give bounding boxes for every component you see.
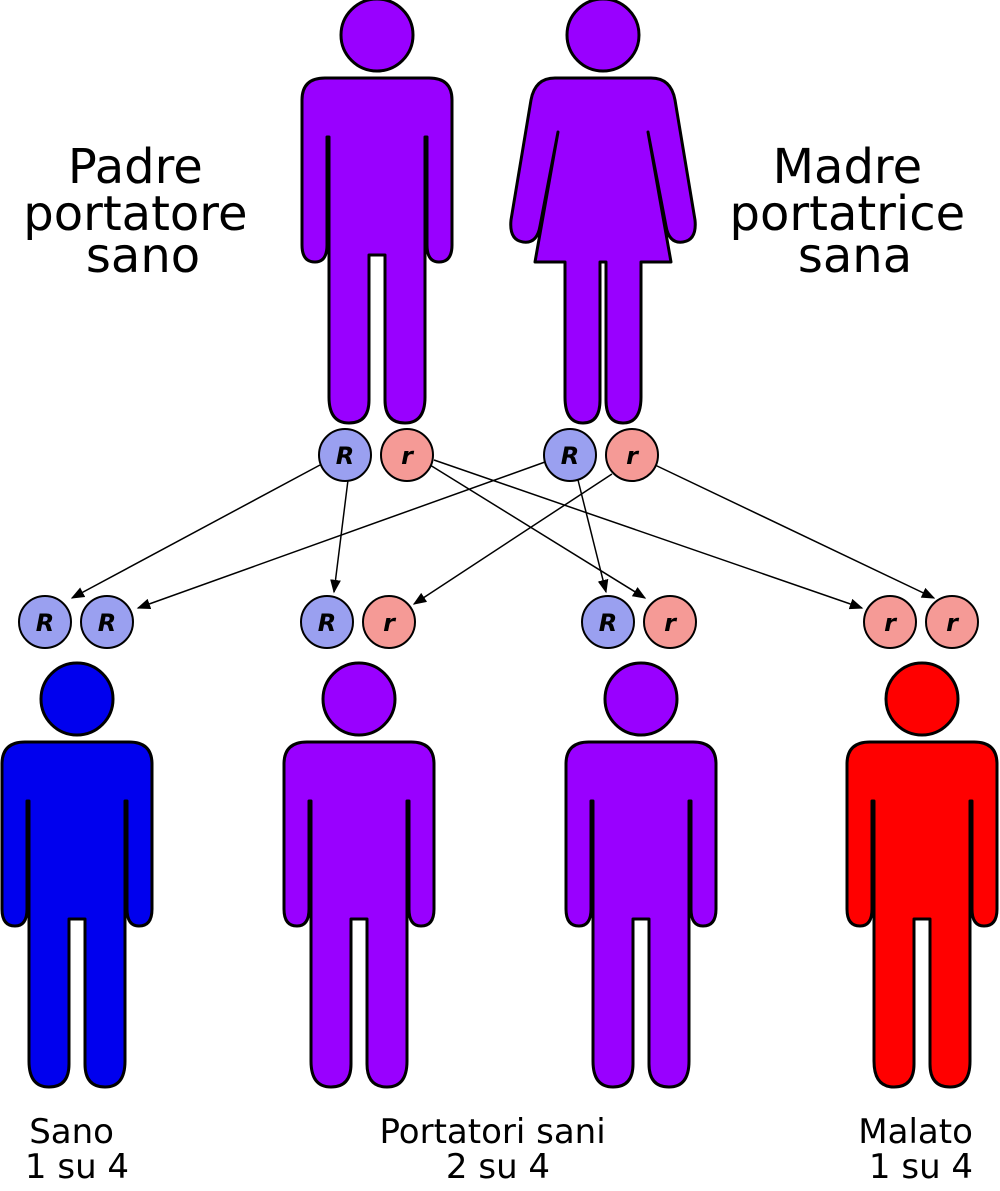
arrow-mother-R-to-child1 xyxy=(136,461,546,609)
mother-label-line: portatrice xyxy=(730,186,966,242)
child-figure-icon xyxy=(282,661,436,1089)
allele-circle xyxy=(543,428,597,482)
outcome-name: Malato xyxy=(858,1112,973,1152)
allele-circle xyxy=(318,428,372,482)
father-figure-icon xyxy=(300,0,454,425)
mother-label-line: sana xyxy=(798,228,912,284)
child-figure-icon xyxy=(564,661,718,1089)
allele-symbol: R xyxy=(599,609,617,637)
allele-symbol: R xyxy=(36,609,54,637)
recessive-allele: r xyxy=(380,428,434,482)
allele-symbol: r xyxy=(946,609,960,637)
dominant-allele: R xyxy=(300,595,354,649)
allele-circle xyxy=(80,595,134,649)
recessive-allele: r xyxy=(643,595,697,649)
allele-symbol: R xyxy=(561,442,579,470)
allele-symbol: r xyxy=(664,609,678,637)
dominant-allele: R xyxy=(318,428,372,482)
outcome-label-carriers: Portatori sani 2 su 4 xyxy=(380,1112,617,1187)
arrow-mother-r-to-child4 xyxy=(654,464,936,599)
allele-symbol: r xyxy=(401,442,415,470)
allele-circle xyxy=(18,595,72,649)
allele-circle xyxy=(362,595,416,649)
recessive-allele: r xyxy=(863,595,917,649)
allele-circle xyxy=(863,595,917,649)
allele-symbol: r xyxy=(626,442,640,470)
recessive-allele: r xyxy=(362,595,416,649)
male-figure-icon xyxy=(300,0,454,425)
allele-circle xyxy=(605,428,659,482)
allele-circle xyxy=(581,595,635,649)
outcome-fraction: 2 su 4 xyxy=(446,1147,550,1187)
allele-symbol: R xyxy=(336,442,354,470)
dominant-allele: R xyxy=(543,428,597,482)
mother-label-line: Madre xyxy=(773,139,923,195)
allele-symbol: R xyxy=(98,609,116,637)
allele-symbol: r xyxy=(884,609,898,637)
dominant-allele: R xyxy=(581,595,635,649)
mother-label: Madre portatrice sana xyxy=(730,139,981,284)
father-label-line: Padre xyxy=(68,139,203,195)
father-label-line: portatore xyxy=(23,186,247,242)
arrow-mother-R-to-child3 xyxy=(577,479,609,594)
arrow-father-r-to-child4 xyxy=(433,459,864,610)
allele-symbol: r xyxy=(383,609,397,637)
outcome-name: Portatori sani xyxy=(380,1112,606,1152)
mother-figure-icon xyxy=(509,0,697,425)
inheritance-arrows xyxy=(70,459,936,610)
father-label: Padre portatore sano xyxy=(23,139,262,284)
dominant-allele: R xyxy=(18,595,72,649)
dominant-allele: R xyxy=(80,595,134,649)
recessive-allele: r xyxy=(925,595,979,649)
allele-symbol: R xyxy=(318,609,336,637)
arrow-mother-r-to-child2 xyxy=(412,473,613,605)
arrow-father-R-to-child1 xyxy=(70,464,321,599)
arrow-father-r-to-child3 xyxy=(429,464,647,599)
outcome-fraction: 1 su 4 xyxy=(869,1147,973,1187)
outcome-name: Sano xyxy=(29,1112,114,1152)
arrow-father-R-to-child2 xyxy=(330,479,349,594)
allele-circle xyxy=(300,595,354,649)
allele-circle xyxy=(380,428,434,482)
allele-circle xyxy=(925,595,979,649)
father-label-line: sano xyxy=(86,228,200,284)
female-figure-icon xyxy=(509,0,697,425)
child-figure-icon xyxy=(845,661,999,1089)
children-figures xyxy=(0,661,999,1089)
allele-circle xyxy=(643,595,697,649)
recessive-allele: r xyxy=(605,428,659,482)
outcome-label-affected: Malato 1 su 4 xyxy=(858,1112,983,1187)
outcome-fraction: 1 su 4 xyxy=(25,1147,129,1187)
outcome-label-healthy: Sano 1 su 4 xyxy=(25,1112,129,1187)
child-figure-icon xyxy=(0,661,154,1089)
